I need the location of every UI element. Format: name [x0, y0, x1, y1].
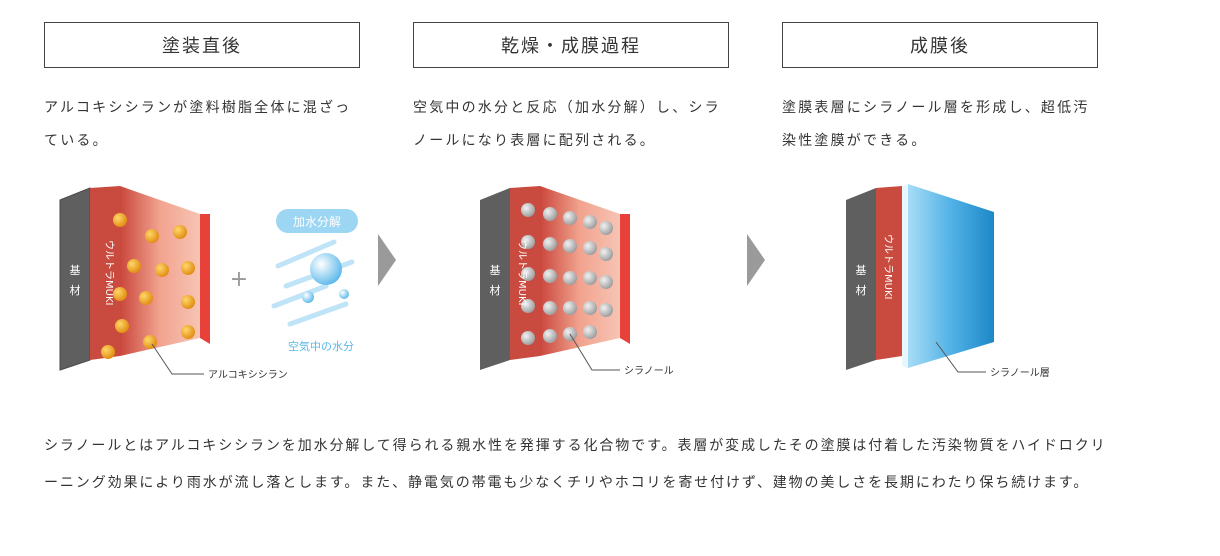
silanol-layer [908, 184, 994, 368]
substrate-label: 基 [856, 264, 867, 277]
step-2-title: 乾燥・成膜過程 [413, 22, 729, 68]
plus-sign: + [230, 267, 248, 292]
hydrolysis-badge-label: 加水分解 [293, 215, 341, 229]
step-arrow-1 [378, 234, 396, 286]
moisture-label: 空気中の水分 [288, 339, 354, 353]
silanol-layer-callout: シラノール層 [990, 367, 1050, 379]
step-3-description: 塗膜表層にシラノール層を形成し、超低汚染性塗膜ができる。 [782, 100, 1090, 149]
step-1-diagram: 基 材 ウルトラMUKI アルコキシシラン + 加水分解 空気中の水分 [59, 186, 358, 381]
coating-label: ウルトラMUKI [103, 240, 115, 305]
substrate-block [846, 188, 876, 370]
coating-label: ウルトラMUKI [882, 234, 894, 299]
coating-front [876, 186, 902, 360]
step-2-description: 空気中の水分と反応（加水分解）し、シラノールになり表層に配列される。 [413, 100, 721, 149]
silane-particles [101, 213, 195, 359]
substrate-label: 材 [490, 283, 501, 297]
hydrolysis-badge [276, 209, 358, 233]
callout-line [151, 343, 204, 375]
coating-edge [200, 214, 210, 344]
step-3-title: 成膜後 [782, 22, 1098, 68]
substrate-label: 基 [70, 264, 81, 277]
silanol-layer-front [902, 184, 908, 368]
silane-callout: アルコキシシラン [208, 369, 288, 381]
silanol-callout: シラノール [624, 365, 674, 377]
substrate-block [480, 188, 510, 370]
step-2-diagram: 基 材 ウルトラMUKI シラノール [480, 186, 674, 377]
step-arrow-2 [747, 234, 765, 286]
callout-line [569, 333, 620, 371]
water-droplet-icon [302, 291, 314, 303]
step-1-title: 塗装直後 [44, 22, 360, 68]
substrate-block [60, 188, 90, 370]
summary-text: シラノールとはアルコキシシランを加水分解して得られる親水性を発揮する化合物です。… [44, 438, 1107, 491]
water-droplet-icon [310, 253, 342, 285]
step-3-diagram: 基 材 ウルトラMUKI シラノール層 [846, 184, 1050, 379]
moisture-streaks [271, 239, 355, 327]
substrate-label: 材 [856, 283, 867, 297]
substrate-label: 材 [70, 283, 81, 297]
coating-label: ウルトラMUKI [516, 240, 528, 305]
callout-line [935, 341, 986, 373]
coating-edge [620, 214, 630, 344]
step-1-description: アルコキシシランが塗料樹脂全体に混ざっている。 [44, 100, 352, 149]
substrate-label: 基 [490, 264, 501, 277]
coating-front [90, 186, 120, 360]
water-droplet-icon [339, 289, 349, 299]
